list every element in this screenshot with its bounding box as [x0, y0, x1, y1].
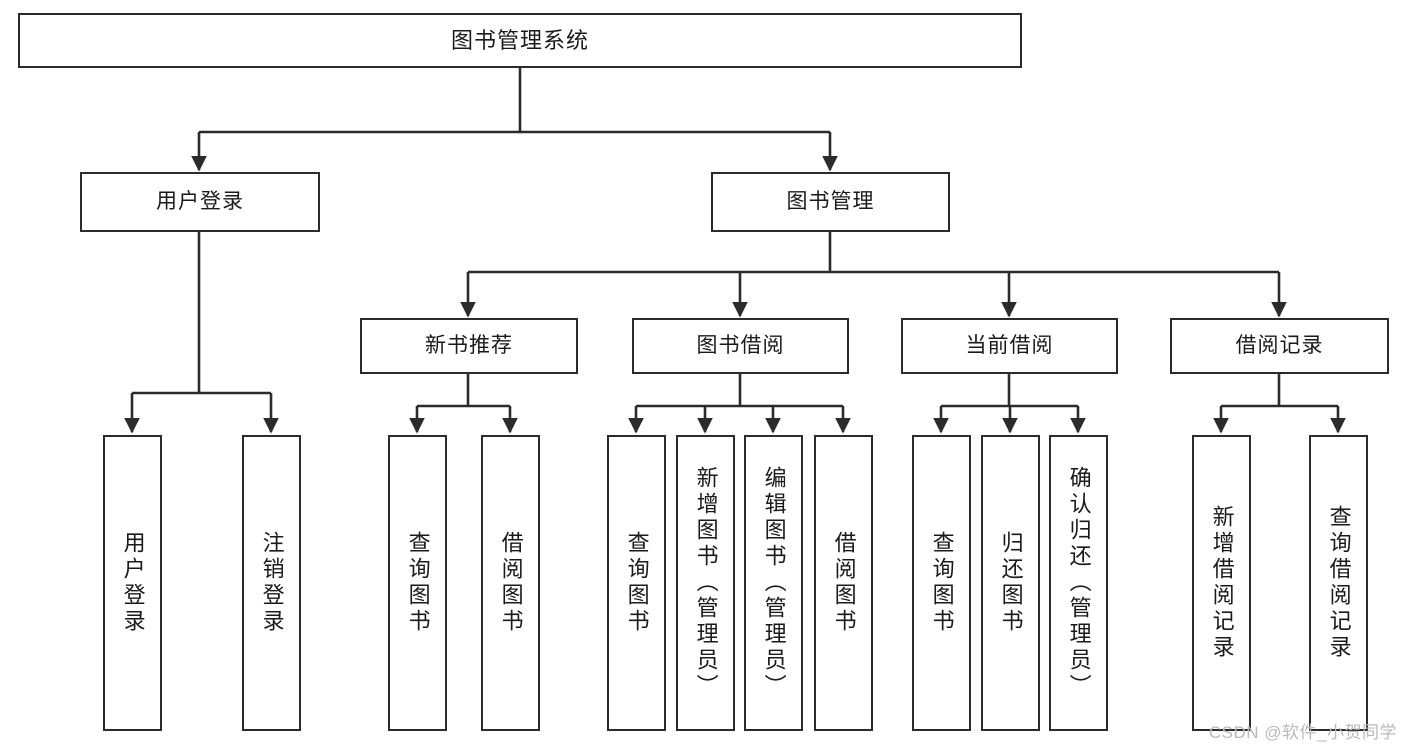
- node-label: 编辑图书（管理员）: [761, 466, 787, 700]
- leaf-user-login[interactable]: 用户登录: [103, 435, 162, 731]
- node-label: 查询图书: [624, 531, 650, 635]
- node-label: 用户登录: [120, 531, 146, 635]
- node-label: 查询借阅记录: [1326, 505, 1352, 661]
- node-borrow-record[interactable]: 借阅记录: [1170, 318, 1389, 374]
- node-label: 用户登录: [156, 189, 244, 213]
- leaf-return-book[interactable]: 归还图书: [981, 435, 1040, 731]
- node-label: 借阅图书: [831, 531, 857, 635]
- leaf-borrow-book-recommend[interactable]: 借阅图书: [481, 435, 540, 731]
- node-current-borrow[interactable]: 当前借阅: [901, 318, 1118, 374]
- leaf-query-book-borrow[interactable]: 查询图书: [607, 435, 666, 731]
- node-book-borrow[interactable]: 图书借阅: [632, 318, 849, 374]
- leaf-query-borrow-record[interactable]: 查询借阅记录: [1309, 435, 1368, 731]
- node-new-book-recommend[interactable]: 新书推荐: [360, 318, 578, 374]
- leaf-logout[interactable]: 注销登录: [242, 435, 301, 731]
- leaf-borrow-book[interactable]: 借阅图书: [814, 435, 873, 731]
- leaf-confirm-return-admin[interactable]: 确认归还（管理员）: [1049, 435, 1108, 731]
- node-label: 新书推荐: [425, 333, 513, 357]
- node-label: 新增图书（管理员）: [693, 466, 719, 700]
- node-label: 注销登录: [259, 531, 285, 635]
- node-label: 查询图书: [405, 531, 431, 635]
- node-label: 图书借阅: [696, 333, 785, 357]
- leaf-add-book-admin[interactable]: 新增图书（管理员）: [676, 435, 735, 731]
- node-label: 图书管理系统: [450, 27, 589, 53]
- node-label: 确认归还（管理员）: [1066, 466, 1092, 700]
- leaf-query-book-current[interactable]: 查询图书: [912, 435, 971, 731]
- leaf-query-book-recommend[interactable]: 查询图书: [388, 435, 447, 731]
- node-label: 借阅图书: [498, 531, 524, 635]
- node-root-system[interactable]: 图书管理系统: [18, 13, 1022, 68]
- node-label: 借阅记录: [1235, 333, 1324, 357]
- node-label: 查询图书: [929, 531, 955, 635]
- node-label: 当前借阅: [965, 333, 1054, 357]
- node-book-management[interactable]: 图书管理: [711, 172, 950, 232]
- node-label: 新增借阅记录: [1209, 505, 1235, 661]
- leaf-edit-book-admin[interactable]: 编辑图书（管理员）: [744, 435, 803, 731]
- leaf-add-borrow-record[interactable]: 新增借阅记录: [1192, 435, 1251, 731]
- node-user-login[interactable]: 用户登录: [80, 172, 320, 232]
- node-label: 图书管理: [786, 189, 875, 213]
- node-label: 归还图书: [998, 531, 1024, 635]
- watermark-text: CSDN @软件_小贺同学: [1208, 723, 1397, 742]
